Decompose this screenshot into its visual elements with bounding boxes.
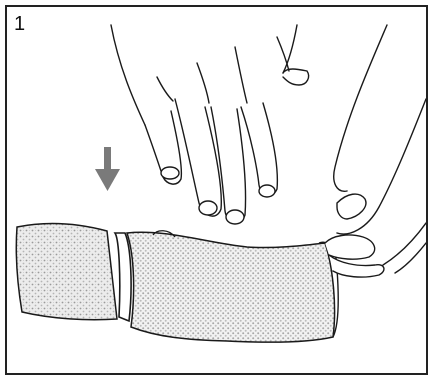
illustration-frame: 1	[5, 5, 428, 375]
sock-band	[115, 233, 131, 321]
pressing-hand	[111, 25, 309, 224]
down-arrow-icon	[95, 147, 120, 191]
sock	[16, 224, 338, 343]
sock-body	[127, 232, 335, 342]
hand-pressing-sock-illustration	[7, 7, 426, 373]
sock-cuff	[16, 224, 117, 320]
holding-hand	[325, 25, 426, 277]
